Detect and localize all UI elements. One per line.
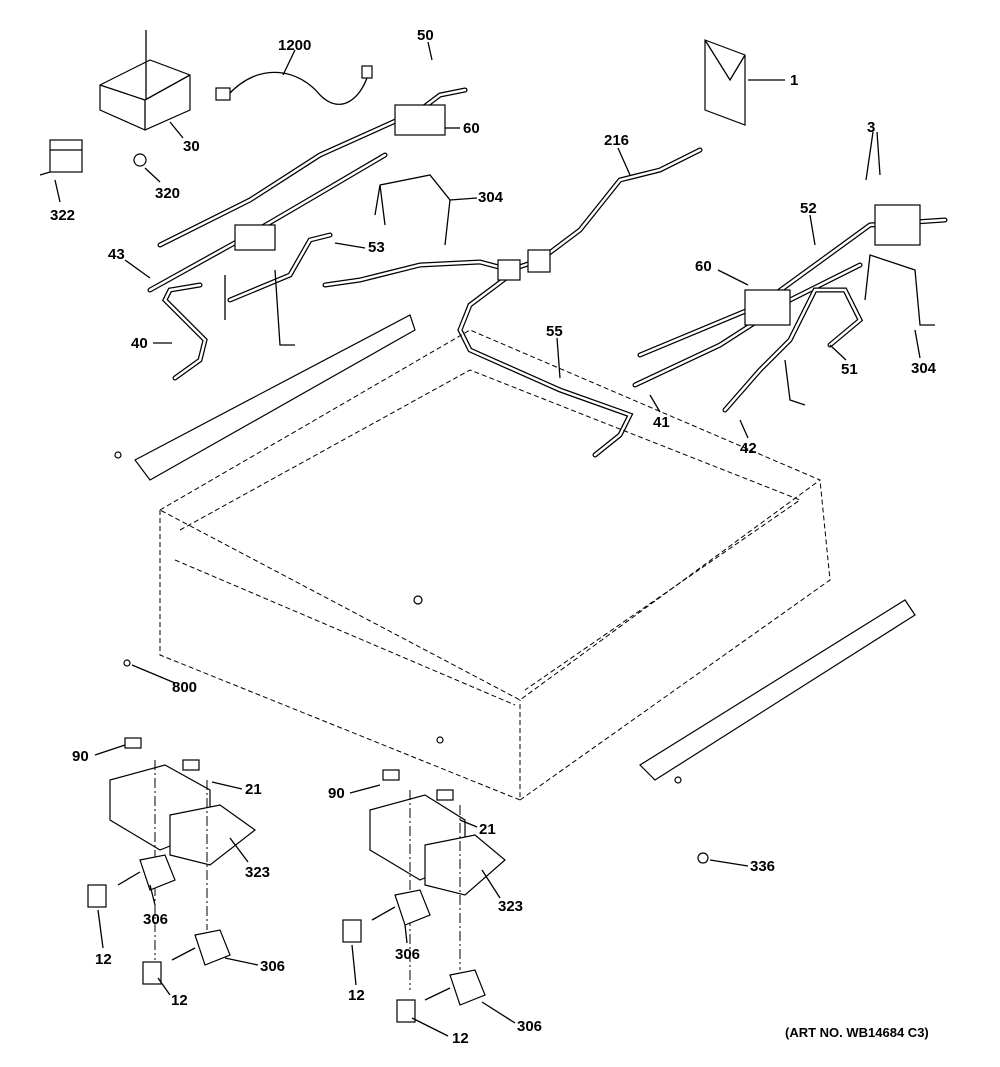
burner-box-tray: [158, 329, 831, 801]
transformer: [39, 139, 83, 176]
spark-module: [99, 30, 191, 167]
callout-90: 90: [72, 748, 89, 765]
callout-12: 12: [95, 951, 112, 968]
callout-800: 800: [172, 679, 197, 696]
callout-60: 60: [695, 258, 712, 275]
gas-tubing: [147, 87, 468, 381]
callout-323: 323: [245, 864, 270, 881]
leader-lines: [54, 41, 921, 1037]
callout-53: 53: [368, 239, 385, 256]
callout-306: 306: [143, 911, 168, 928]
callout-40: 40: [131, 335, 148, 352]
callout-labels: 1 1200 50 30 60 216 3 320 322 304 52 43 …: [50, 27, 937, 1047]
callout-90: 90: [328, 785, 345, 802]
callout-43: 43: [108, 246, 125, 263]
callout-12: 12: [348, 987, 365, 1004]
callout-21: 21: [479, 821, 496, 838]
callout-306: 306: [517, 1018, 542, 1035]
callout-55: 55: [546, 323, 563, 340]
literature-envelope: [704, 39, 746, 126]
callout-3: 3: [867, 119, 875, 136]
callout-323: 323: [498, 898, 523, 915]
callout-306: 306: [260, 958, 285, 975]
valve-bracket-left: [87, 737, 257, 985]
manifold-pipe: [322, 147, 703, 458]
callout-216: 216: [604, 132, 629, 149]
art-number: (ART NO. WB14684 C3): [785, 1025, 929, 1040]
callout-60: 60: [463, 120, 480, 137]
right-valve-assembly: [632, 204, 948, 413]
callout-52: 52: [800, 200, 817, 217]
callout-42: 42: [740, 440, 757, 457]
callout-304: 304: [478, 189, 504, 206]
callout-51: 51: [841, 361, 858, 378]
callout-12: 12: [171, 992, 188, 1009]
callout-12: 12: [452, 1030, 469, 1047]
callout-336: 336: [750, 858, 775, 875]
callout-320: 320: [155, 185, 180, 202]
callout-304: 304: [911, 360, 937, 377]
bracket: [224, 174, 935, 406]
callout-322: 322: [50, 207, 75, 224]
callout-50: 50: [417, 27, 434, 44]
side-rail: [114, 314, 916, 864]
wire-harness: [215, 65, 373, 105]
callout-30: 30: [183, 138, 200, 155]
callout-1: 1: [790, 72, 798, 89]
callout-306: 306: [395, 946, 420, 963]
callout-21: 21: [245, 781, 262, 798]
callout-1200: 1200: [278, 37, 311, 54]
valve-bracket-right: [342, 769, 506, 1023]
callout-41: 41: [653, 414, 670, 431]
